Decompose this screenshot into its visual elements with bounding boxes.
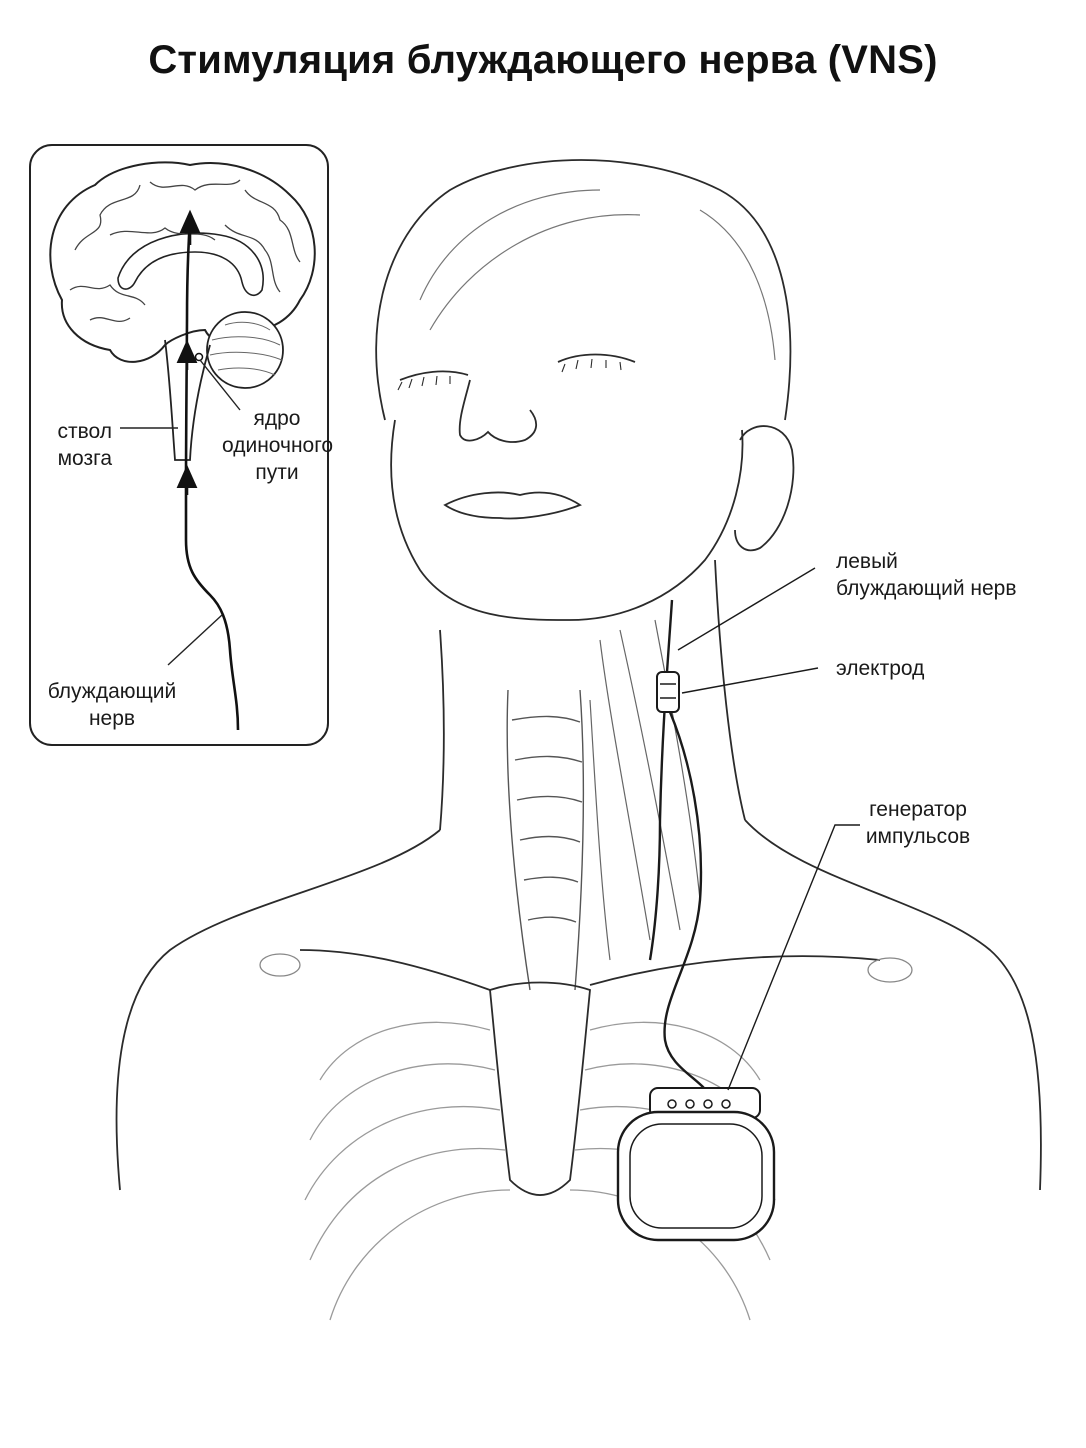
cerebellum	[206, 311, 284, 389]
right-eye	[557, 353, 636, 363]
mouth	[443, 491, 582, 520]
ear	[734, 425, 795, 552]
label-left-vagus: левый блуждающий нерв	[836, 550, 1017, 600]
right-acromion	[867, 957, 913, 983]
label-electrode: электрод	[836, 657, 925, 680]
lead-wire	[663, 711, 714, 1101]
electrode-leader	[681, 667, 819, 694]
electrode	[656, 671, 680, 713]
brainstem	[164, 339, 211, 461]
label-nucleus: ядро одиночного пути	[222, 407, 334, 484]
left-acromion	[259, 953, 301, 977]
neck-left	[439, 629, 445, 831]
left-vagus-nerve	[648, 599, 674, 961]
generator-leader	[727, 824, 860, 1091]
sternum	[489, 981, 591, 1196]
brain-outline	[49, 161, 316, 363]
trachea	[506, 689, 584, 991]
vagus-pathway	[184, 219, 240, 731]
vagus-leader	[167, 614, 223, 666]
label-generator: генератор импульсов	[865, 798, 971, 848]
pulse-generator	[616, 1087, 776, 1242]
left-clavicle	[299, 949, 491, 991]
left-eye	[399, 370, 469, 381]
brain-inset	[29, 144, 329, 746]
right-clavicle	[589, 955, 881, 986]
nose	[458, 379, 538, 443]
page-title: Стимуляция блуждающего нерва (VNS)	[148, 38, 938, 82]
head-outline	[375, 159, 792, 421]
nucleus-marker	[194, 352, 204, 362]
label-vagus-inset: блуждающий нерв	[47, 680, 177, 730]
label-brainstem: ствол мозга	[57, 420, 112, 470]
left-shoulder	[115, 829, 441, 1191]
neck-muscles	[589, 619, 701, 961]
hair-lines	[419, 189, 776, 361]
nucleus-leader	[199, 359, 241, 411]
face-outline	[390, 419, 744, 621]
neck-right	[714, 559, 746, 821]
corpus-callosum	[117, 232, 264, 297]
right-shoulder	[744, 819, 1042, 1191]
vns-device	[616, 567, 860, 1242]
left-vagus-leader	[677, 567, 816, 651]
